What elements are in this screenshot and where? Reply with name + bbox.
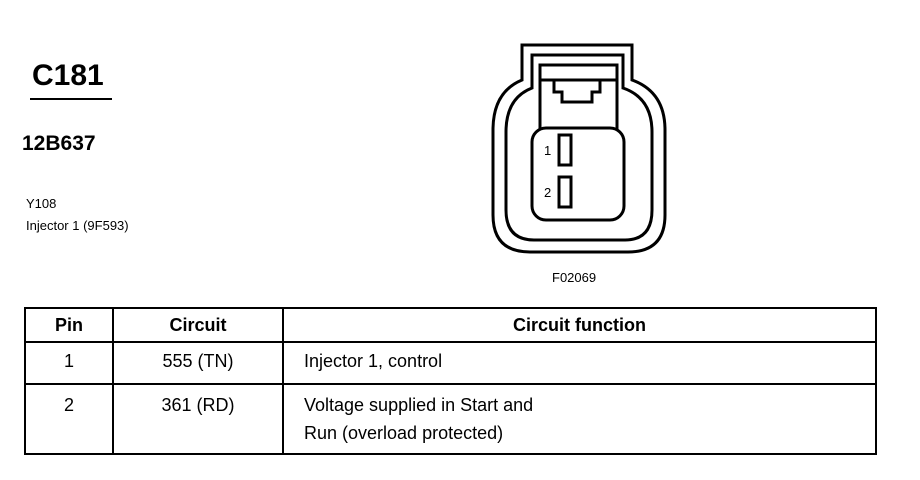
component-code: Y108 — [26, 196, 57, 211]
component-name: Injector 1 (9F593) — [26, 218, 129, 233]
function-line: Injector 1, control — [304, 351, 443, 371]
connector-id-underline — [30, 98, 112, 100]
locking-tab-notch — [552, 80, 602, 104]
pin-1-slot — [557, 133, 573, 167]
header-function: Circuit function — [282, 307, 877, 343]
pin-2-label: 2 — [544, 185, 551, 200]
cell-function: Injector 1, control — [282, 341, 877, 385]
cell-function: Voltage supplied in Start and Run (overl… — [282, 383, 877, 455]
cell-pin: 1 — [24, 341, 114, 385]
figure-id: F02069 — [552, 270, 597, 285]
connector-inner-housing — [504, 53, 654, 242]
pin-2-slot — [557, 175, 573, 209]
part-number: 12B637 — [22, 132, 96, 155]
cell-circuit: 555 (TN) — [112, 341, 284, 385]
table-header-row: Pin Circuit Circuit function — [24, 307, 877, 343]
pin-1-label: 1 — [544, 143, 551, 158]
header-circuit: Circuit — [112, 307, 284, 343]
terminal-block — [530, 126, 626, 222]
cell-circuit: 361 (RD) — [112, 383, 284, 455]
table-row: 2 361 (RD) Voltage supplied in Start and… — [24, 383, 877, 455]
connector-outer-housing — [491, 43, 667, 254]
pinout-table: Pin Circuit Circuit function 1 555 (TN) … — [24, 307, 877, 455]
table-row: 1 555 (TN) Injector 1, control — [24, 341, 877, 385]
header-pin: Pin — [24, 307, 114, 343]
connector-id: C181 — [32, 59, 104, 92]
function-line: Run (overload protected) — [304, 423, 504, 443]
connector-face-diagram: 1 2 — [491, 43, 667, 254]
function-line: Voltage supplied in Start and — [304, 395, 534, 415]
cell-pin: 2 — [24, 383, 114, 455]
